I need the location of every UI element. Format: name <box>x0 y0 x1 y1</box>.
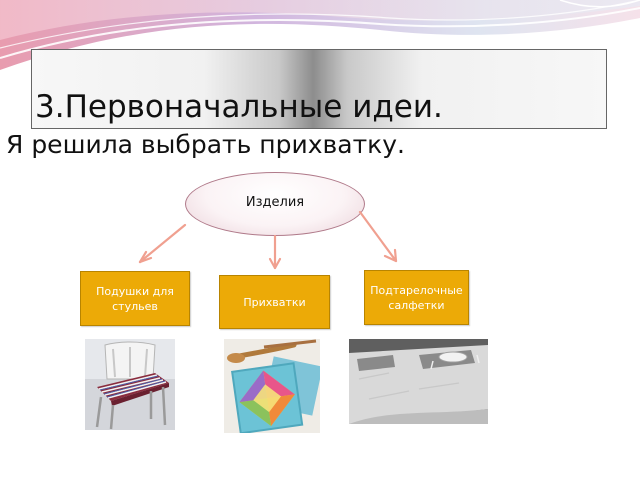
slide-title: 3.Первоначальные идеи. <box>35 89 443 125</box>
potholder-photo <box>224 339 320 433</box>
title-box: 3.Первоначальные идеи. <box>31 49 607 129</box>
child-node-placemats: Подтарелочные салфетки <box>364 270 469 325</box>
chair-cushion-photo <box>85 339 175 430</box>
child-node-cushions: Подушки для стульев <box>80 271 190 326</box>
placemat-photo <box>349 339 488 424</box>
slide-subtitle: Я решила выбрать прихватку. <box>6 130 405 159</box>
root-node-ellipse: Изделия <box>185 172 365 236</box>
root-node-label: Изделия <box>245 194 305 210</box>
child-node-potholders: Прихватки <box>219 275 330 329</box>
